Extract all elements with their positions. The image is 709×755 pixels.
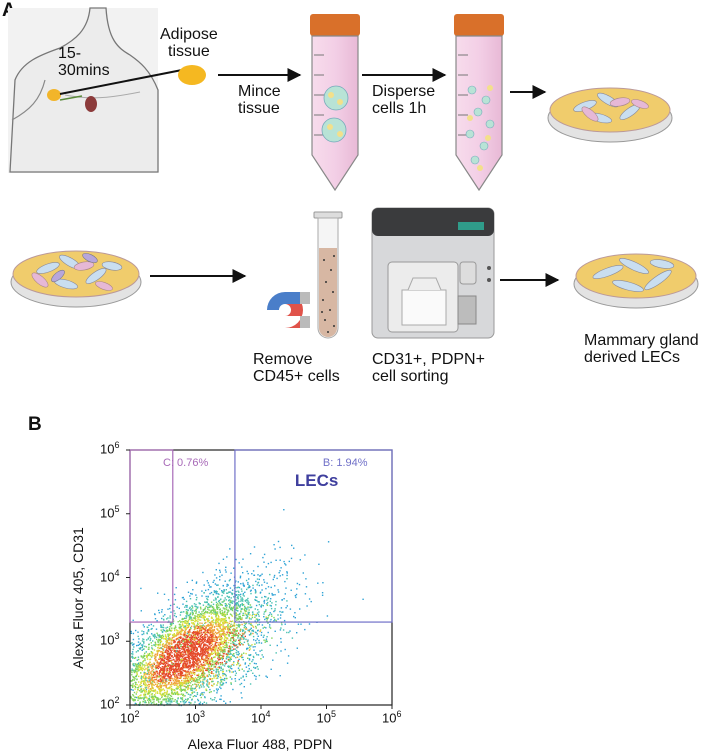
y-tick-1: 103 bbox=[100, 631, 120, 648]
event-density-cloud bbox=[130, 509, 364, 707]
disperse-cells-label: Disperse cells 1h bbox=[372, 83, 436, 117]
panel-b-letter: B bbox=[28, 414, 42, 435]
falcon-tube-2-icon bbox=[454, 14, 504, 192]
magnet-icon bbox=[267, 292, 310, 328]
x-tick-1: 103 bbox=[185, 709, 205, 726]
x-tick-2: 104 bbox=[251, 709, 271, 726]
adipose-tissue-icon bbox=[178, 65, 206, 85]
test-tube-icon bbox=[313, 211, 343, 339]
panel-a-illustration bbox=[8, 7, 699, 339]
plot-frame bbox=[129, 449, 393, 706]
mince-tissue-label: Mince tissue bbox=[238, 83, 281, 117]
culture-dish-1-icon bbox=[547, 87, 673, 143]
falcon-tube-1-icon bbox=[310, 14, 360, 192]
y-tick-3: 105 bbox=[100, 503, 120, 521]
gate-c-rect bbox=[129, 449, 174, 623]
y-tick-2: 104 bbox=[100, 567, 120, 584]
y-tick-0: 102 bbox=[100, 695, 120, 712]
y-tick-4: 106 bbox=[100, 440, 120, 457]
body-silhouette-icon bbox=[8, 7, 159, 173]
x-tick-0: 102 bbox=[120, 709, 140, 726]
y-axis-label: Alexa Fluor 405, CD31 bbox=[70, 527, 86, 669]
gate-c-label: C: 0.76% bbox=[163, 457, 209, 469]
arrow-to-adipose bbox=[59, 69, 183, 95]
culture-dish-3-icon bbox=[573, 253, 699, 309]
x-axis-label: Alexa Fluor 488, PDPN bbox=[187, 736, 333, 752]
culture-dish-2-icon bbox=[10, 250, 142, 308]
cell-sorter-icon bbox=[371, 207, 495, 339]
lecs-annotation: LECs bbox=[294, 471, 339, 490]
x-tick-3: 105 bbox=[316, 709, 336, 726]
adipose-tissue-label: Adipose tissue bbox=[160, 26, 218, 60]
gate-b-label: B: 1.94% bbox=[322, 457, 368, 469]
cell-sorting-label: CD31+, PDPN+ cell sorting bbox=[372, 351, 485, 385]
x-tick-4: 106 bbox=[382, 709, 402, 726]
lec-result-label: Mammary gland derived LECs bbox=[584, 332, 699, 366]
time-label: 15- 30mins bbox=[58, 45, 110, 79]
remove-cd45-label: Remove CD45+ cells bbox=[253, 351, 340, 385]
